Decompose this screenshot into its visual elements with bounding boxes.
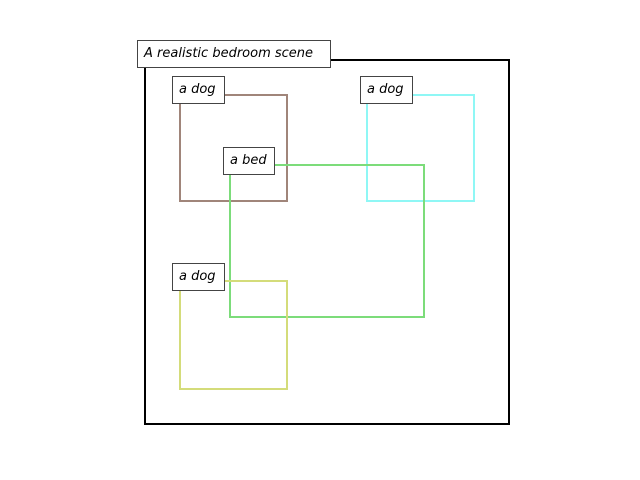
- dog-label-2: a dog: [360, 76, 413, 104]
- dog-box-3: [179, 280, 288, 390]
- dog-box-1: [179, 94, 288, 202]
- bed-box: [229, 164, 425, 318]
- dog-box-2: [366, 94, 475, 202]
- dog-label-1: a dog: [172, 76, 225, 104]
- bed-label: a bed: [223, 147, 275, 175]
- dog-label-3: a dog: [172, 263, 225, 291]
- scene-title: A realistic bedroom scene: [137, 40, 331, 68]
